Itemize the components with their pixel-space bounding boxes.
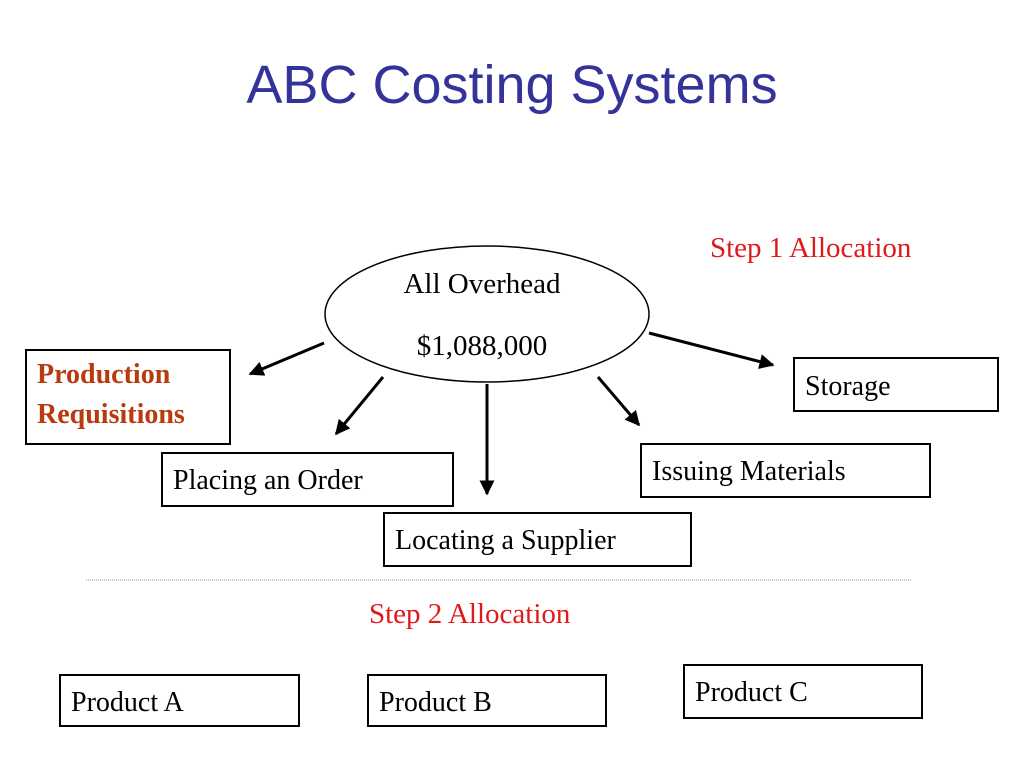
storage-box: Storage: [793, 357, 999, 412]
locating-supplier-label: Locating a Supplier: [395, 525, 616, 556]
arrow-to-production-requisitions: [248, 341, 325, 376]
overhead-label: All Overhead: [403, 268, 561, 300]
production-requisitions-box: Production Requisitions: [25, 349, 231, 445]
placing-order-box: Placing an Order: [161, 452, 454, 507]
production-label-line2: Requisitions: [37, 399, 185, 430]
locating-supplier-box: Locating a Supplier: [383, 512, 692, 567]
overhead-ellipse: [324, 245, 650, 383]
storage-label: Storage: [805, 371, 891, 402]
step-2-label: Step 2 Allocation: [369, 598, 571, 630]
product-b-box: Product B: [367, 674, 607, 727]
product-b-label: Product B: [379, 687, 492, 718]
slide-title: ABC Costing Systems: [246, 55, 778, 115]
step-1-label: Step 1 Allocation: [710, 232, 912, 264]
product-c-label: Product C: [695, 677, 808, 708]
product-a-box: Product A: [59, 674, 300, 727]
production-label-line1: Production: [37, 359, 171, 390]
arrow-to-placing-order: [334, 376, 385, 436]
arrow-to-storage: [648, 331, 775, 369]
placing-order-label: Placing an Order: [173, 465, 363, 496]
product-a-label: Product A: [71, 687, 184, 718]
product-c-box: Product C: [683, 664, 923, 719]
arrow-to-issuing-materials: [596, 376, 641, 427]
issuing-materials-label: Issuing Materials: [652, 456, 846, 487]
issuing-materials-box: Issuing Materials: [640, 443, 931, 498]
overhead-amount: $1,088,000: [416, 330, 548, 362]
